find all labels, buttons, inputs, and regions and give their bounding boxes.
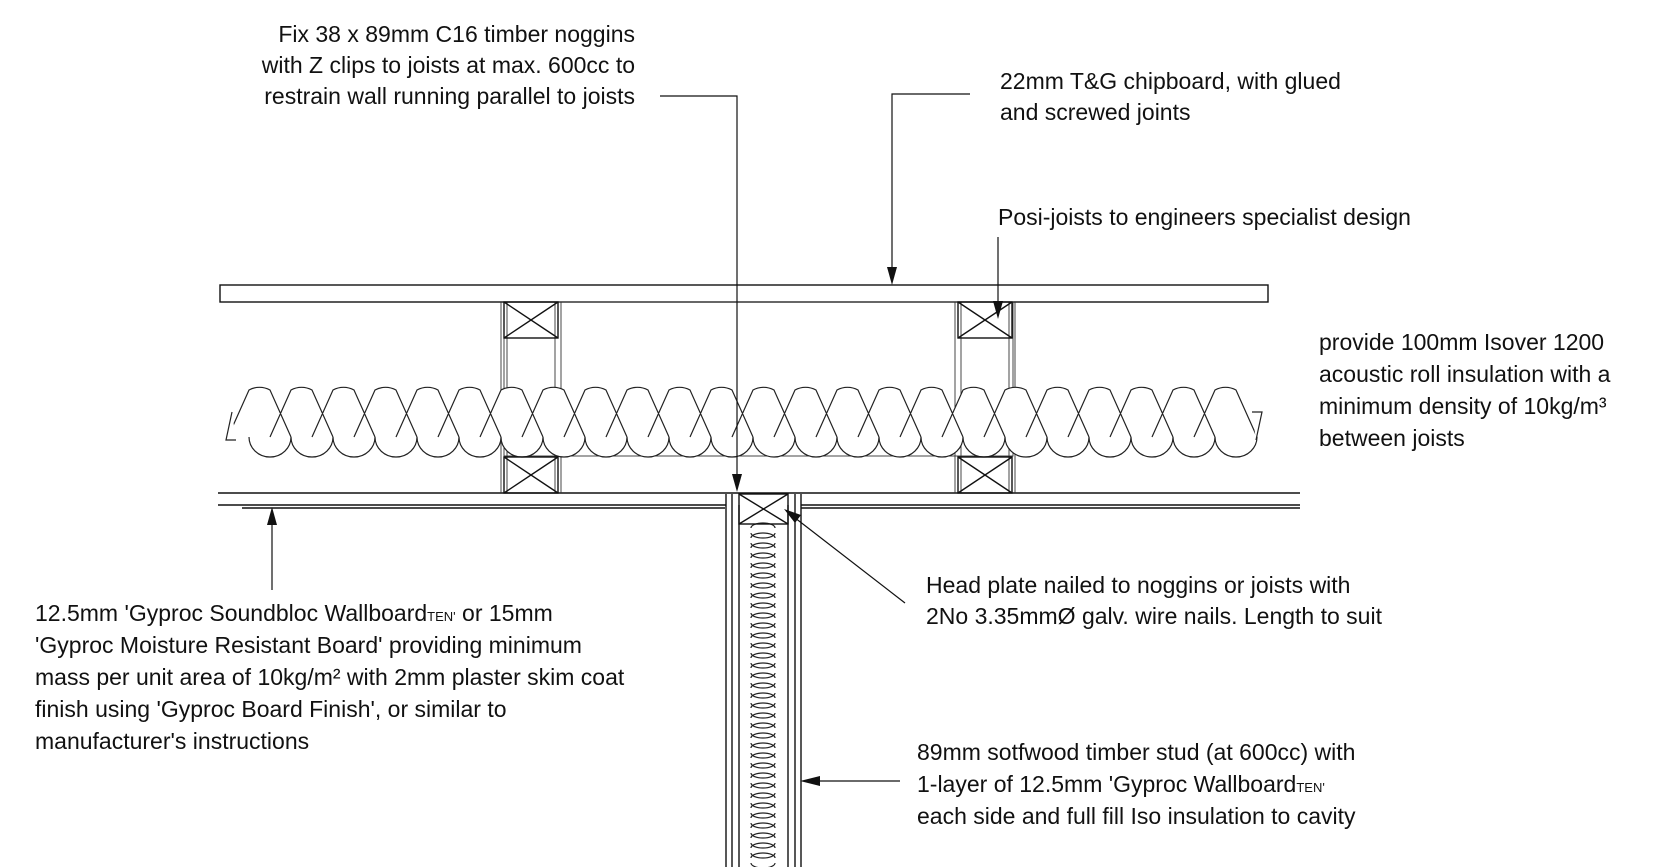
note-noggins-line-1: Fix 38 x 89mm C16 timber noggins (278, 21, 635, 47)
stud-insulation-coils (750, 522, 776, 867)
noggin (503, 301, 1014, 457)
note-insulation-line-4: between joists (1319, 425, 1465, 451)
chipboard-deck (219, 284, 1269, 303)
note-chipboard-line-1: 22mm T&G chipboard, with glued (1000, 68, 1341, 94)
stud-wall (725, 494, 802, 867)
note-insulation-line-2: acoustic roll insulation with a (1319, 361, 1611, 387)
note-ceiling-board-line-2: 'Gyproc Moisture Resistant Board' provid… (35, 632, 582, 658)
note-insulation: provide 100mm Isover 1200 acoustic roll … (1319, 329, 1611, 451)
note-noggins-line-2: with Z clips to joists at max. 600cc to (261, 52, 635, 78)
note-noggins: Fix 38 x 89mm C16 timber noggins with Z … (261, 21, 635, 109)
head-plate (738, 493, 789, 525)
note-insulation-line-1: provide 100mm Isover 1200 (1319, 329, 1604, 355)
joist-flange-top-left (503, 301, 559, 339)
note-noggins-line-3: restrain wall running parallel to joists (264, 83, 635, 109)
joist-flange-bottom-left (503, 456, 559, 494)
joist-flange-bottom-right (957, 456, 1013, 494)
note-ceiling-board: 12.5mm 'Gyproc Soundbloc WallboardTEN' o… (35, 600, 625, 754)
note-ceiling-board-line-1: 12.5mm 'Gyproc Soundbloc WallboardTEN' o… (35, 600, 553, 626)
leader-ceiling-board (267, 507, 277, 590)
stud-cavity-insulation (750, 522, 776, 867)
note-stud: 89mm sotfwood timber stud (at 600cc) wit… (917, 739, 1356, 829)
leader-head-plate (784, 509, 906, 604)
note-ceiling-board-line-3: mass per unit area of 10kg/m² with 2mm p… (35, 664, 625, 690)
note-stud-line-3: each side and full fill Iso insulation t… (917, 803, 1356, 829)
leader-posi-joists (993, 237, 1003, 319)
note-ceiling-board-line-5: manufacturer's instructions (35, 728, 309, 754)
note-head-plate-line-1: Head plate nailed to noggins or joists w… (926, 572, 1350, 598)
ceiling-board (218, 492, 1300, 509)
note-posi-joists: Posi-joists to engineers specialist desi… (998, 204, 1411, 230)
leader-stud (800, 776, 900, 786)
note-stud-line-2: 1-layer of 12.5mm 'Gyproc WallboardTEN' (917, 771, 1325, 797)
note-stud-line-1: 89mm sotfwood timber stud (at 600cc) wit… (917, 739, 1355, 765)
insulation-loops (227, 386, 1258, 458)
note-insulation-line-3: minimum density of 10kg/m³ (1319, 393, 1607, 419)
note-head-plate-line-2: 2No 3.35mmØ galv. wire nails. Length to … (926, 603, 1383, 629)
leader-noggins (660, 95, 742, 492)
insulation-break-marks (225, 411, 1263, 441)
joist-flange-top-right (957, 301, 1013, 339)
note-chipboard: 22mm T&G chipboard, with glued and screw… (1000, 68, 1341, 125)
leader-chipboard (887, 93, 970, 285)
note-ceiling-board-line-4: finish using 'Gyproc Board Finish', or s… (35, 696, 507, 722)
note-head-plate: Head plate nailed to noggins or joists w… (926, 572, 1383, 629)
note-chipboard-line-2: and screwed joints (1000, 99, 1191, 125)
note-posi-joists-line-1: Posi-joists to engineers specialist desi… (998, 204, 1411, 230)
acoustic-roll-insulation (225, 386, 1263, 458)
